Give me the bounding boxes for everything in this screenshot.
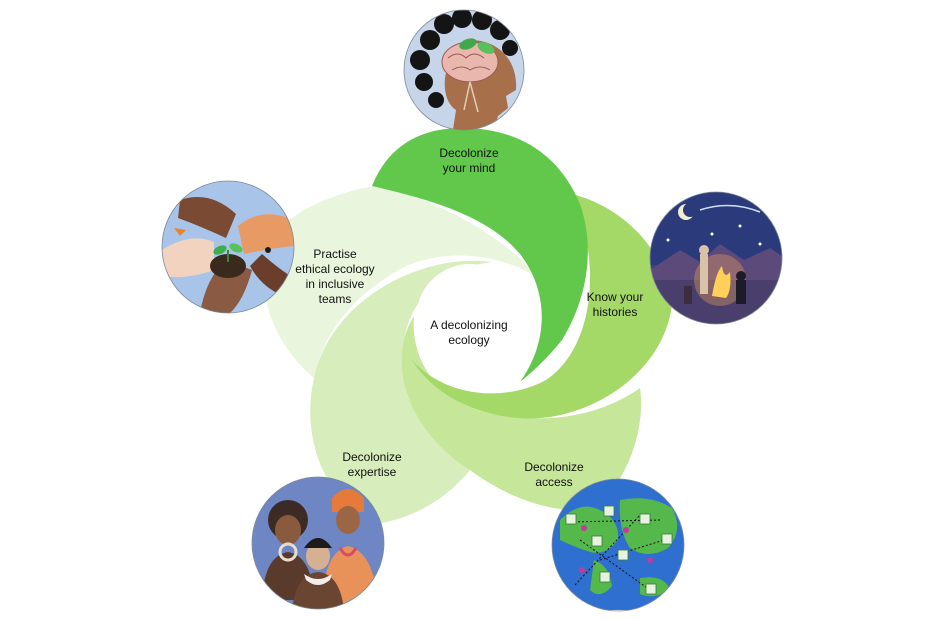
segment-label-team-1: Practise	[313, 247, 357, 261]
segment-label-access-1: Decolonize	[524, 460, 584, 474]
center-label-line-2: ecology	[448, 333, 489, 347]
segment-practise-ethical-ecology	[262, 186, 540, 378]
segment-label-histories-1: Know your	[587, 290, 644, 304]
segment-label-team-2: ethical ecology	[295, 262, 374, 276]
segment-decolonize-your-mind	[372, 128, 588, 382]
segment-label-team-3: in inclusive	[306, 277, 365, 291]
center-label-line-1: A decolonizing	[430, 318, 507, 332]
world-map-network-icon	[551, 478, 685, 612]
indigenous-elders-icon	[251, 476, 385, 610]
hands-holding-seedling-icon	[161, 180, 295, 314]
campfire-night-sky-icon	[649, 191, 783, 325]
segment-label-team-4: teams	[319, 292, 352, 306]
segment-label-mind-1: Decolonize	[439, 146, 499, 160]
segment-label-histories-2: histories	[593, 305, 638, 319]
segment-know-your-histories	[412, 194, 672, 419]
center-hole	[416, 264, 524, 372]
segment-decolonize-expertise	[310, 260, 492, 524]
segment-label-expertise-2: expertise	[348, 465, 397, 479]
segment-label-mind-2: your mind	[443, 161, 496, 175]
segment-label-access-2: access	[535, 475, 572, 489]
segment-label-expertise-1: Decolonize	[342, 450, 402, 464]
brain-with-trees-icon	[403, 9, 525, 131]
segment-decolonize-access	[401, 316, 642, 511]
